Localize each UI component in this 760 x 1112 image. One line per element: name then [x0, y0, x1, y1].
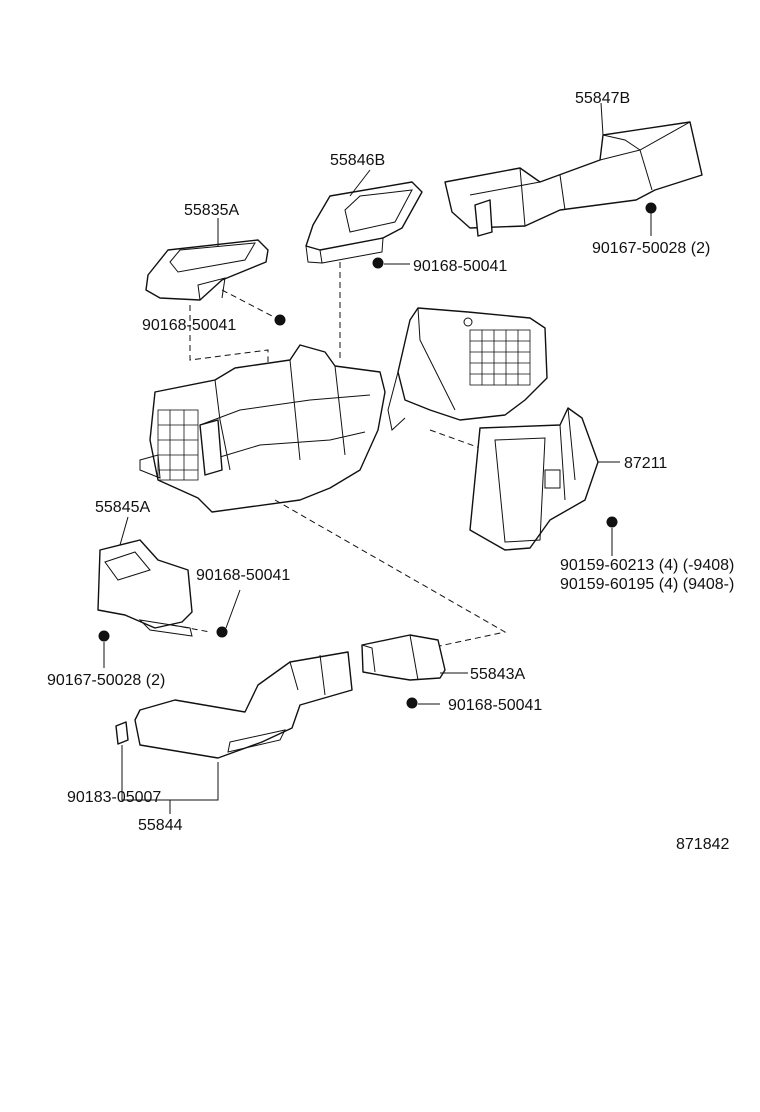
- label-55846B: 55846B: [330, 152, 385, 169]
- duct-55847B: [444, 121, 703, 237]
- label-90168-mid: 90168-50041: [196, 567, 290, 584]
- label-55844: 55844: [138, 817, 183, 834]
- reference-number: 871842: [676, 836, 729, 853]
- duct-55845A: [97, 539, 193, 637]
- label-87211: 87211: [624, 455, 667, 472]
- label-55835A: 55835A: [184, 202, 239, 219]
- screw-icon: [216, 626, 228, 638]
- duct-55844: [134, 651, 353, 759]
- label-90167-top: 90167-50028 (2): [592, 240, 710, 257]
- label-90168-top: 90168-50041: [413, 258, 507, 275]
- label-90183: 90183-05007: [67, 789, 161, 806]
- label-55847B: 55847B: [575, 90, 630, 107]
- label-90167-left: 90167-50028 (2): [47, 672, 165, 689]
- screw-icon: [274, 314, 286, 326]
- label-55845A: 55845A: [95, 499, 150, 516]
- heater-unit: [139, 344, 386, 513]
- label-55843A: 55843A: [470, 666, 525, 683]
- label-90159-a: 90159-60213 (4) (-9408): [560, 557, 734, 574]
- clip-icon: [645, 202, 657, 214]
- label-90168-bot: 90168-50041: [448, 697, 542, 714]
- screw-icon: [606, 516, 618, 528]
- screw-icon: [98, 630, 110, 642]
- label-90168-left: 90168-50041: [142, 317, 236, 334]
- blower-unit: [387, 307, 548, 431]
- screw-icon: [406, 697, 418, 709]
- duct-55846B: [305, 181, 423, 264]
- duct-55835A: [145, 239, 269, 301]
- screw-icon: [372, 257, 384, 269]
- part-87211: [469, 407, 599, 551]
- clip-icon: [115, 721, 129, 745]
- label-90159-b: 90159-60195 (4) (9408-): [560, 576, 734, 593]
- duct-55843A: [361, 634, 446, 681]
